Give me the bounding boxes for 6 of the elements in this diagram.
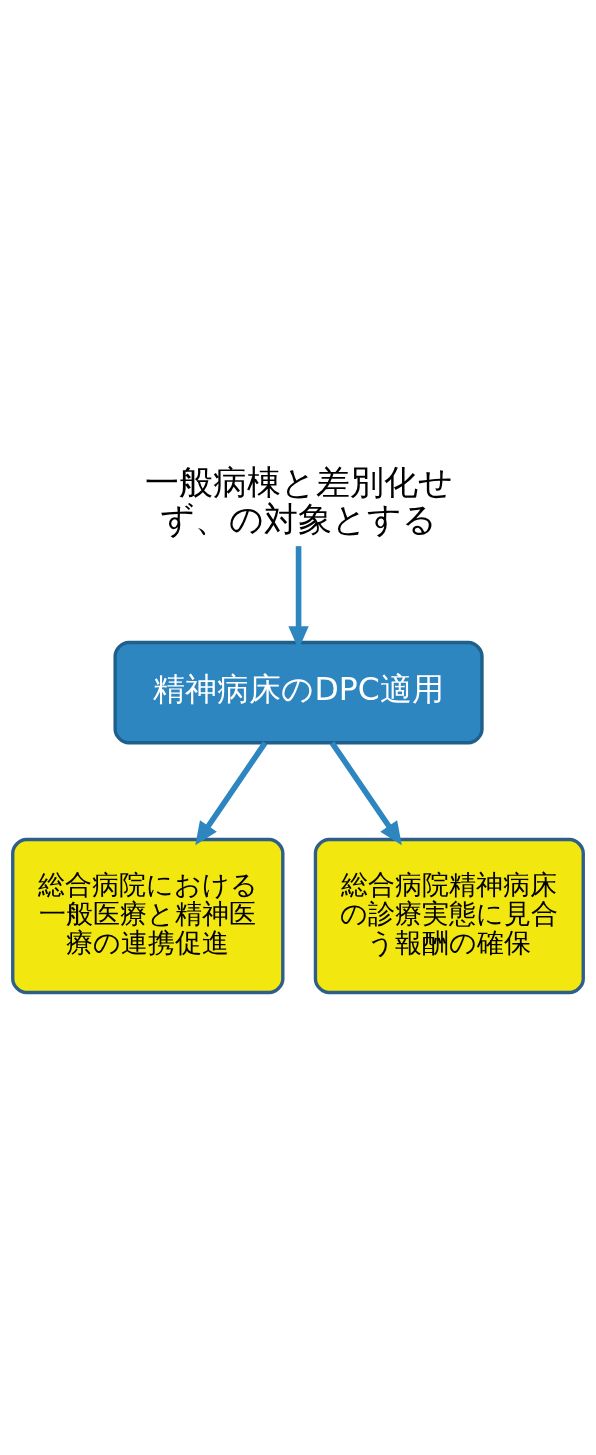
arrow xyxy=(329,741,402,846)
node-box: 総合病院精神病床の診療実態に見合う報酬の確保 xyxy=(313,837,585,995)
node-text: 一般病棟と差別化せず、の対象とする xyxy=(144,463,453,540)
arrow xyxy=(195,741,268,846)
node-box: 精神病床のDPC適用 xyxy=(113,640,484,745)
node-box: 総合病院における一般医療と精神医療の連携促進 xyxy=(11,837,285,995)
